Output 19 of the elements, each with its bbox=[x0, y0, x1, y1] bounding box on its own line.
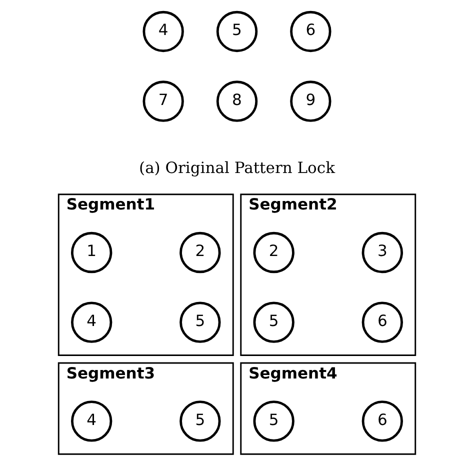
node-circle: 4 bbox=[71, 400, 112, 442]
label: (a) Original Pattern Lock bbox=[139, 158, 335, 177]
node-circle: 5 bbox=[253, 400, 294, 442]
node-circle: 2 bbox=[180, 232, 221, 274]
node-circle: 5 bbox=[216, 10, 258, 52]
node-circle: 1 bbox=[71, 232, 112, 274]
node-circle: 6 bbox=[290, 10, 332, 52]
node-circle: 2 bbox=[253, 232, 294, 274]
node-circle: 9 bbox=[290, 80, 332, 122]
node-circle: 5 bbox=[180, 400, 221, 442]
node-circle: 4 bbox=[71, 302, 112, 343]
node-circle: 8 bbox=[216, 80, 258, 122]
node-circle: 5 bbox=[180, 302, 221, 343]
node-circle: 7 bbox=[142, 80, 184, 122]
node-circle: 4 bbox=[142, 10, 184, 52]
node-circle: 6 bbox=[362, 302, 403, 343]
node-circle: 6 bbox=[362, 400, 403, 442]
node-circle: 3 bbox=[362, 232, 403, 274]
node-circle: 5 bbox=[253, 302, 294, 343]
